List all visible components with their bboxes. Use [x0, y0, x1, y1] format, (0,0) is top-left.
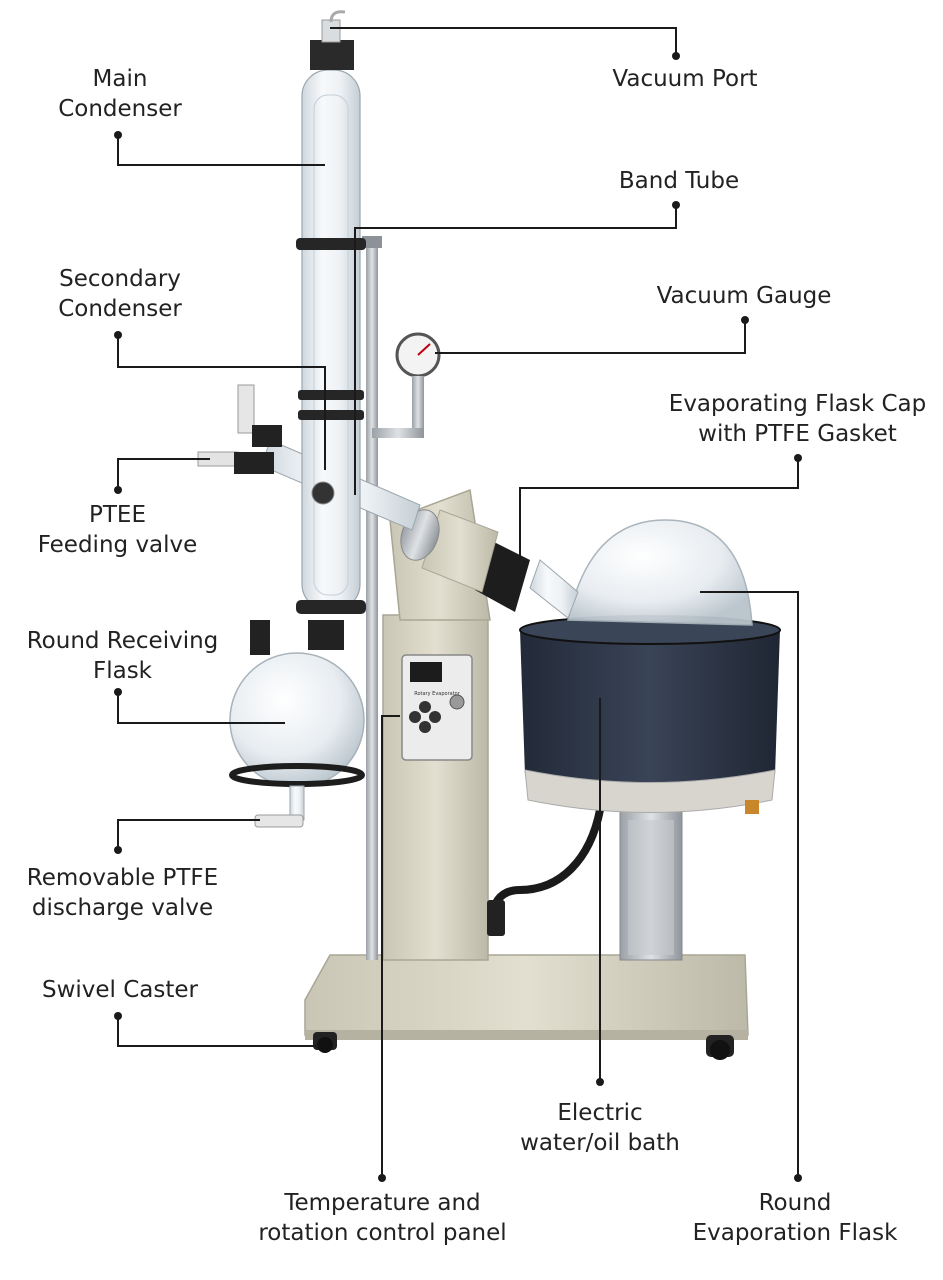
receiving-flask-device: [229, 620, 365, 828]
leader-vacuum-port: [330, 27, 677, 56]
label-vacuum-port: Vacuum Port: [612, 66, 758, 92]
water-oil-bath: [519, 615, 781, 814]
leader-control-panel: [381, 715, 400, 1178]
swivel-caster-right: [706, 1035, 734, 1060]
evaporation-flask-device: [529, 519, 753, 626]
leader-main-condenser-dot: [114, 131, 122, 139]
leader-round-evaporation-flask-dot: [794, 1174, 802, 1182]
leader-evaporating-flask-cap: [519, 458, 799, 560]
leader-secondary-condenser-dot: [114, 331, 122, 339]
swivel-caster-left: [313, 1032, 337, 1053]
panel-brand-text: Rotary Evaporator: [414, 691, 460, 697]
leader-vacuum-gauge: [435, 320, 746, 354]
feeding-valve-device: [197, 384, 335, 505]
leader-ptee-feeding-valve: [117, 458, 210, 490]
label-swivel-caster: Swivel Caster: [41, 977, 199, 1003]
leader-vacuum-port-dot: [672, 52, 680, 60]
leader-band-tube: [354, 205, 677, 495]
leader-band-tube-dot: [672, 201, 680, 209]
label-band-tube: Band Tube: [618, 168, 740, 194]
leader-secondary-condenser: [117, 335, 326, 470]
leader-round-receiving-flask-dot: [114, 688, 122, 696]
leader-electric-bath-dot: [596, 1078, 604, 1086]
bath-lift-post: [619, 794, 683, 961]
leader-control-panel-dot: [378, 1174, 386, 1182]
leader-ptee-feeding-valve-dot: [114, 486, 122, 494]
leader-removable-discharge-valve: [117, 819, 260, 850]
leader-removable-discharge-valve-dot: [114, 846, 122, 854]
label-vacuum-gauge: Vacuum Gauge: [656, 283, 832, 309]
leader-swivel-caster-dot: [114, 1012, 122, 1020]
leader-vacuum-gauge-dot: [741, 316, 749, 324]
leader-round-evaporation-flask: [700, 591, 799, 1178]
leader-evaporating-flask-cap-dot: [794, 454, 802, 462]
vacuum-gauge-device: [372, 332, 441, 438]
vacuum-port-fitting: [310, 10, 354, 70]
control-panel-device: Rotary Evaporator: [401, 654, 473, 761]
support-rod: [366, 240, 378, 960]
leader-round-receiving-flask: [117, 692, 285, 724]
leader-swivel-caster: [117, 1016, 318, 1047]
leader-main-condenser: [117, 135, 325, 166]
